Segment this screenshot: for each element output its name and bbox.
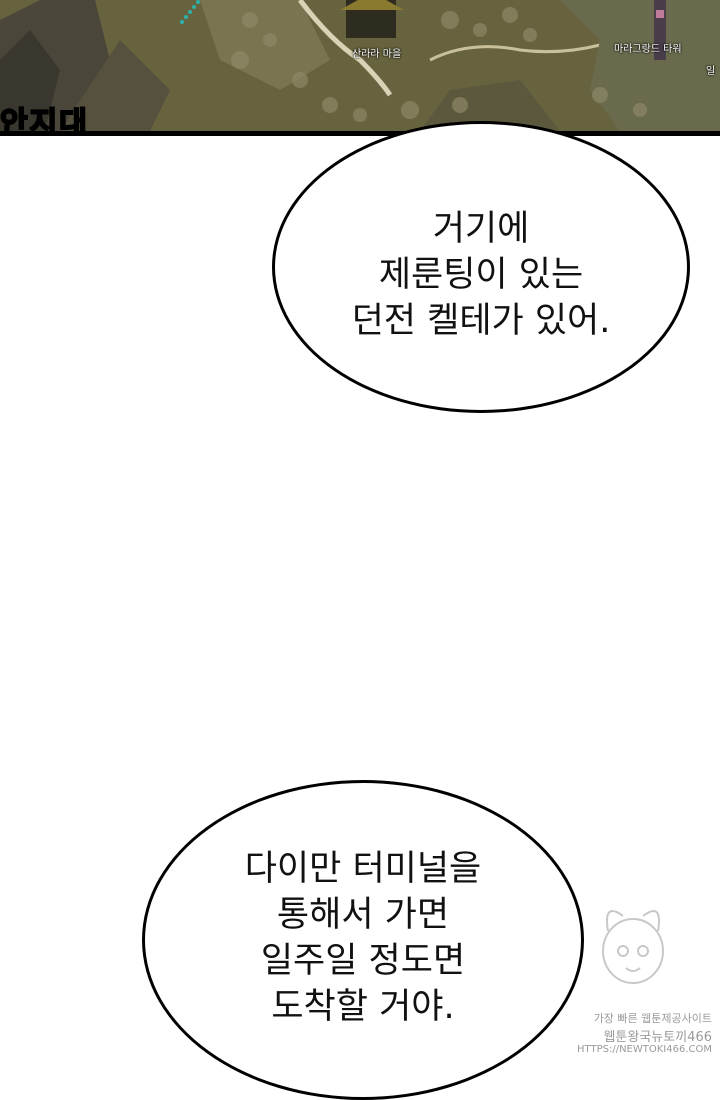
village-label: 산라라 마을: [352, 49, 402, 60]
bubble-2-line-4: 도착할 거야.: [271, 987, 455, 1027]
bubble-2-line-1: 다이만 터미널을: [244, 849, 482, 889]
watermark: 가장 빠른 웹툰제공사이트 웹툰왕국뉴토끼466 HTTPS://NEWTOKI…: [548, 892, 716, 1055]
map-panel: 산라라 마을 마라그랑드 타워 일 안지대: [0, 0, 720, 136]
watermark-line-3: HTTPS://NEWTOKI466.COM: [577, 1044, 712, 1055]
edge-label: 일: [706, 66, 716, 77]
watermark-line-2: 웹툰왕국뉴토끼466: [603, 1030, 712, 1045]
map-illustration: [0, 0, 720, 131]
bubble-2-line-3: 일주일 정도면: [260, 941, 466, 981]
mascot-icon: [602, 910, 664, 984]
bubble-1-line-1: 거기에: [432, 209, 530, 249]
bubble-1-line-3: 던전 켈테가 있어.: [351, 301, 611, 341]
speech-bubble-2: 다이만 터미널을 통해서 가면 일주일 정도면 도착할 거야.: [142, 780, 584, 1100]
tower-label: 마라그랑드 타워: [614, 44, 682, 55]
bubble-2-line-2: 통해서 가면: [276, 895, 450, 935]
bubble-1-line-2: 제룬팅이 있는: [378, 255, 584, 295]
speech-bubble-1: 거기에 제룬팅이 있는 던전 켈테가 있어.: [272, 121, 690, 413]
watermark-line-1: 가장 빠른 웹툰제공사이트: [593, 1012, 712, 1025]
region-label: 안지대: [0, 105, 89, 136]
